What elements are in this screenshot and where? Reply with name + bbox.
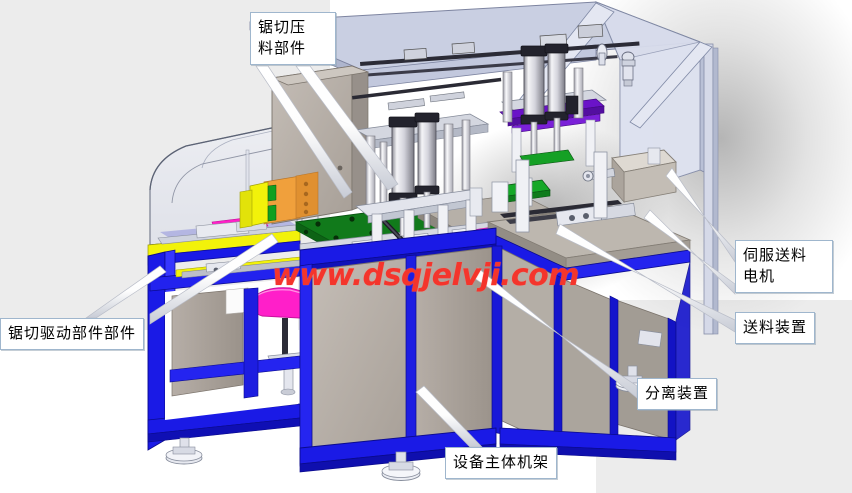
callout-saw-clamp: 锯切压 料部件 — [250, 12, 336, 65]
callout-servo-motor: 伺服送料 电机 — [735, 240, 833, 293]
callout-main-frame: 设备主体机架 — [445, 447, 558, 479]
callout-leader-lines — [84, 65, 736, 448]
callout-separator: 分离装置 — [637, 378, 718, 410]
leveling-foot — [381, 451, 421, 481]
main-frame-left — [147, 215, 321, 465]
callout-saw-drive: 锯切驱动部件部件 — [0, 318, 145, 350]
pneumatic-cylinders-center — [352, 77, 502, 257]
callout-feed-device: 送料装置 — [735, 312, 816, 344]
feed-station-table — [469, 147, 692, 281]
pneumatic-cylinders-right — [499, 43, 608, 173]
